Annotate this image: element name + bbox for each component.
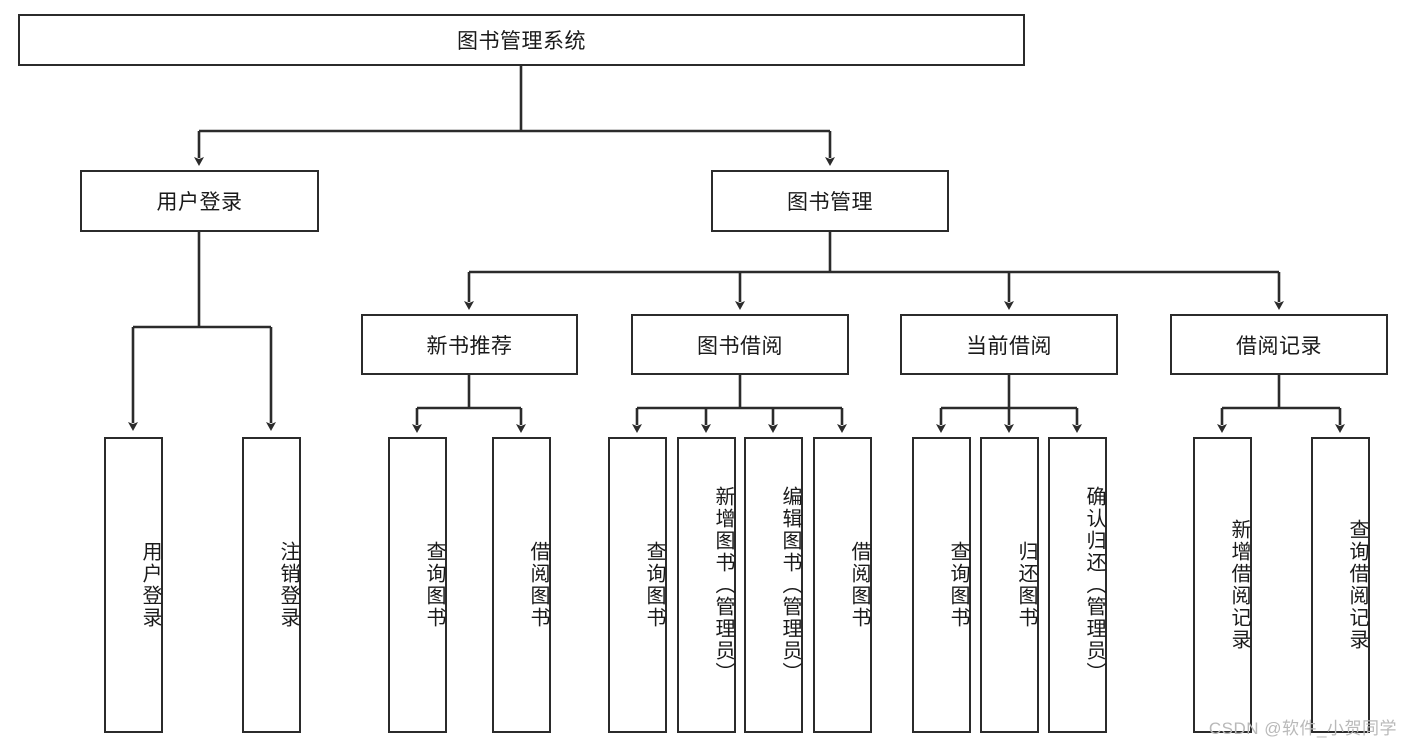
node-book-management-label: 图书管理 xyxy=(787,191,873,214)
node-leaf-confirm-return-label: 确认归还（管理员） xyxy=(1083,486,1105,684)
node-leaf-query-record-label: 查询借阅记录 xyxy=(1346,519,1368,651)
node-leaf-borrow-book-1[interactable]: 借阅图书 xyxy=(492,437,551,733)
node-root[interactable]: 图书管理系统 xyxy=(18,14,1025,66)
node-leaf-query-book-2-label: 查询图书 xyxy=(643,541,665,629)
node-leaf-query-record[interactable]: 查询借阅记录 xyxy=(1311,437,1370,733)
node-borrow-record[interactable]: 借阅记录 xyxy=(1170,314,1388,375)
node-leaf-return-book[interactable]: 归还图书 xyxy=(980,437,1039,733)
node-leaf-return-book-label: 归还图书 xyxy=(1015,541,1037,629)
node-leaf-edit-book[interactable]: 编辑图书（管理员） xyxy=(744,437,803,733)
node-leaf-borrow-book-2[interactable]: 借阅图书 xyxy=(813,437,872,733)
node-book-borrow-label: 图书借阅 xyxy=(697,334,783,358)
node-leaf-logout-login[interactable]: 注销登录 xyxy=(242,437,301,733)
node-leaf-add-record-label: 新增借阅记录 xyxy=(1228,519,1250,651)
watermark: CSDN @软件_小贺同学 xyxy=(1208,719,1397,738)
node-leaf-user-login-label: 用户登录 xyxy=(139,541,161,629)
node-user-login-label: 用户登录 xyxy=(156,191,243,214)
node-leaf-query-book-1[interactable]: 查询图书 xyxy=(388,437,447,733)
node-book-management[interactable]: 图书管理 xyxy=(711,170,949,232)
node-leaf-query-book-2[interactable]: 查询图书 xyxy=(608,437,667,733)
node-leaf-add-record[interactable]: 新增借阅记录 xyxy=(1193,437,1252,733)
node-leaf-add-book[interactable]: 新增图书（管理员） xyxy=(677,437,736,733)
node-new-book-recommend[interactable]: 新书推荐 xyxy=(361,314,578,375)
node-new-book-recommend-label: 新书推荐 xyxy=(426,334,513,358)
node-leaf-query-book-3-label: 查询图书 xyxy=(947,541,969,629)
node-leaf-logout-login-label: 注销登录 xyxy=(277,541,299,629)
node-user-login[interactable]: 用户登录 xyxy=(80,170,319,232)
node-borrow-record-label: 借阅记录 xyxy=(1236,334,1322,358)
node-leaf-borrow-book-2-label: 借阅图书 xyxy=(848,541,870,629)
node-leaf-confirm-return[interactable]: 确认归还（管理员） xyxy=(1048,437,1107,733)
node-current-borrow-label: 当前借阅 xyxy=(966,334,1052,358)
node-current-borrow[interactable]: 当前借阅 xyxy=(900,314,1118,375)
node-root-label: 图书管理系统 xyxy=(457,30,586,53)
node-book-borrow[interactable]: 图书借阅 xyxy=(631,314,849,375)
node-leaf-query-book-1-label: 查询图书 xyxy=(423,541,445,629)
node-leaf-add-book-label: 新增图书（管理员） xyxy=(712,486,734,684)
node-leaf-borrow-book-1-label: 借阅图书 xyxy=(527,541,549,629)
node-leaf-user-login[interactable]: 用户登录 xyxy=(104,437,163,733)
node-leaf-query-book-3[interactable]: 查询图书 xyxy=(912,437,971,733)
node-leaf-edit-book-label: 编辑图书（管理员） xyxy=(779,486,801,684)
